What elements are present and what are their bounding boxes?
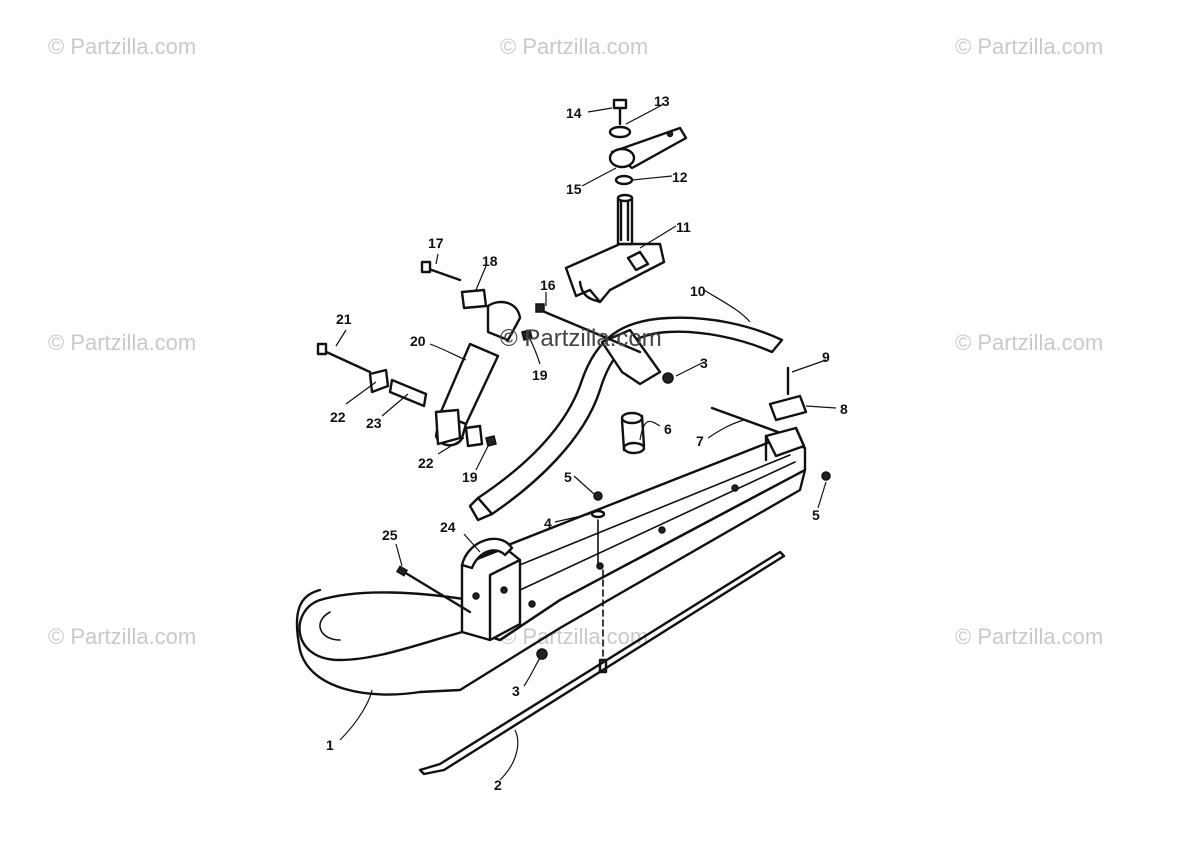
callout-3-upper: 3 xyxy=(700,355,708,371)
callout-19-lower: 19 xyxy=(462,469,478,485)
callout-25: 25 xyxy=(382,527,398,543)
callout-9: 9 xyxy=(822,349,830,365)
right-bushing xyxy=(464,424,484,448)
upper-bolt xyxy=(424,266,462,282)
spring-nut xyxy=(662,372,674,384)
lower-bolt xyxy=(320,348,372,374)
watermark-mid-right: © Partzilla.com xyxy=(955,330,1104,355)
top-washer xyxy=(608,125,632,139)
callout-12: 12 xyxy=(672,169,688,185)
callout-19-upper: 19 xyxy=(532,367,548,383)
watermark-bottom-right: © Partzilla.com xyxy=(955,624,1104,649)
stud-washer xyxy=(590,509,606,519)
watermark-bottom-left: © Partzilla.com xyxy=(48,624,197,649)
callout-14: 14 xyxy=(566,105,582,121)
watermark-mid-left: © Partzilla.com xyxy=(48,330,197,355)
callout-10: 10 xyxy=(690,283,706,299)
callout-5-center: 5 xyxy=(564,469,572,485)
leaf-spring xyxy=(468,316,784,522)
callout-6: 6 xyxy=(664,421,672,437)
long-bolt xyxy=(538,308,642,354)
callout-8: 8 xyxy=(840,401,848,417)
callout-20: 20 xyxy=(410,333,426,349)
callout-17: 17 xyxy=(428,235,444,251)
callout-16: 16 xyxy=(540,277,556,293)
callout-5-rear: 5 xyxy=(812,507,820,523)
spring-clamp xyxy=(600,328,662,386)
callout-11: 11 xyxy=(676,219,691,235)
watermark-top-right: © Partzilla.com xyxy=(955,34,1104,59)
ski-body xyxy=(295,436,807,696)
top-bolt-head xyxy=(612,98,628,110)
lower-eye xyxy=(434,408,462,446)
rear-plate xyxy=(768,394,808,422)
callout-7: 7 xyxy=(696,433,704,449)
lower-nut xyxy=(485,435,497,447)
callout-22-right: 22 xyxy=(418,455,434,471)
spindle-washer xyxy=(614,174,634,186)
callout-23: 23 xyxy=(366,415,382,431)
watermark-top-center: © Partzilla.com xyxy=(500,34,649,59)
callout-labels: 1 2 3 3 4 5 5 6 7 8 9 10 11 12 13 14 15 … xyxy=(326,93,848,793)
callout-21: 21 xyxy=(336,311,352,327)
front-bolt xyxy=(402,570,472,614)
front-nut xyxy=(536,648,548,660)
callout-4: 4 xyxy=(544,515,552,531)
callout-18: 18 xyxy=(482,253,498,269)
front-bracket xyxy=(460,537,522,642)
callout-13: 13 xyxy=(654,93,670,109)
wear-bar xyxy=(418,550,786,776)
steering-arm xyxy=(608,126,688,170)
spindle-housing xyxy=(564,193,666,304)
rear-bolt xyxy=(710,406,780,434)
watermark-bottom-center: © Partzilla.com xyxy=(500,624,649,649)
lower-spacer xyxy=(388,378,428,408)
callout-1: 1 xyxy=(326,737,334,753)
left-bushing xyxy=(368,368,390,394)
leader-lines xyxy=(335,103,837,781)
watermark-top-left: © Partzilla.com xyxy=(48,34,197,59)
stud-nut xyxy=(593,491,603,501)
callout-15: 15 xyxy=(566,181,582,197)
rear-bracket xyxy=(764,426,806,462)
rear-nut xyxy=(821,471,831,481)
callout-3-lower: 3 xyxy=(512,683,520,699)
callout-2: 2 xyxy=(494,777,502,793)
upper-bushing xyxy=(460,288,488,310)
watermark-center: © Partzilla.com xyxy=(500,325,662,352)
bumper-block xyxy=(620,411,646,455)
callout-22-left: 22 xyxy=(330,409,346,425)
callout-24: 24 xyxy=(440,519,456,535)
